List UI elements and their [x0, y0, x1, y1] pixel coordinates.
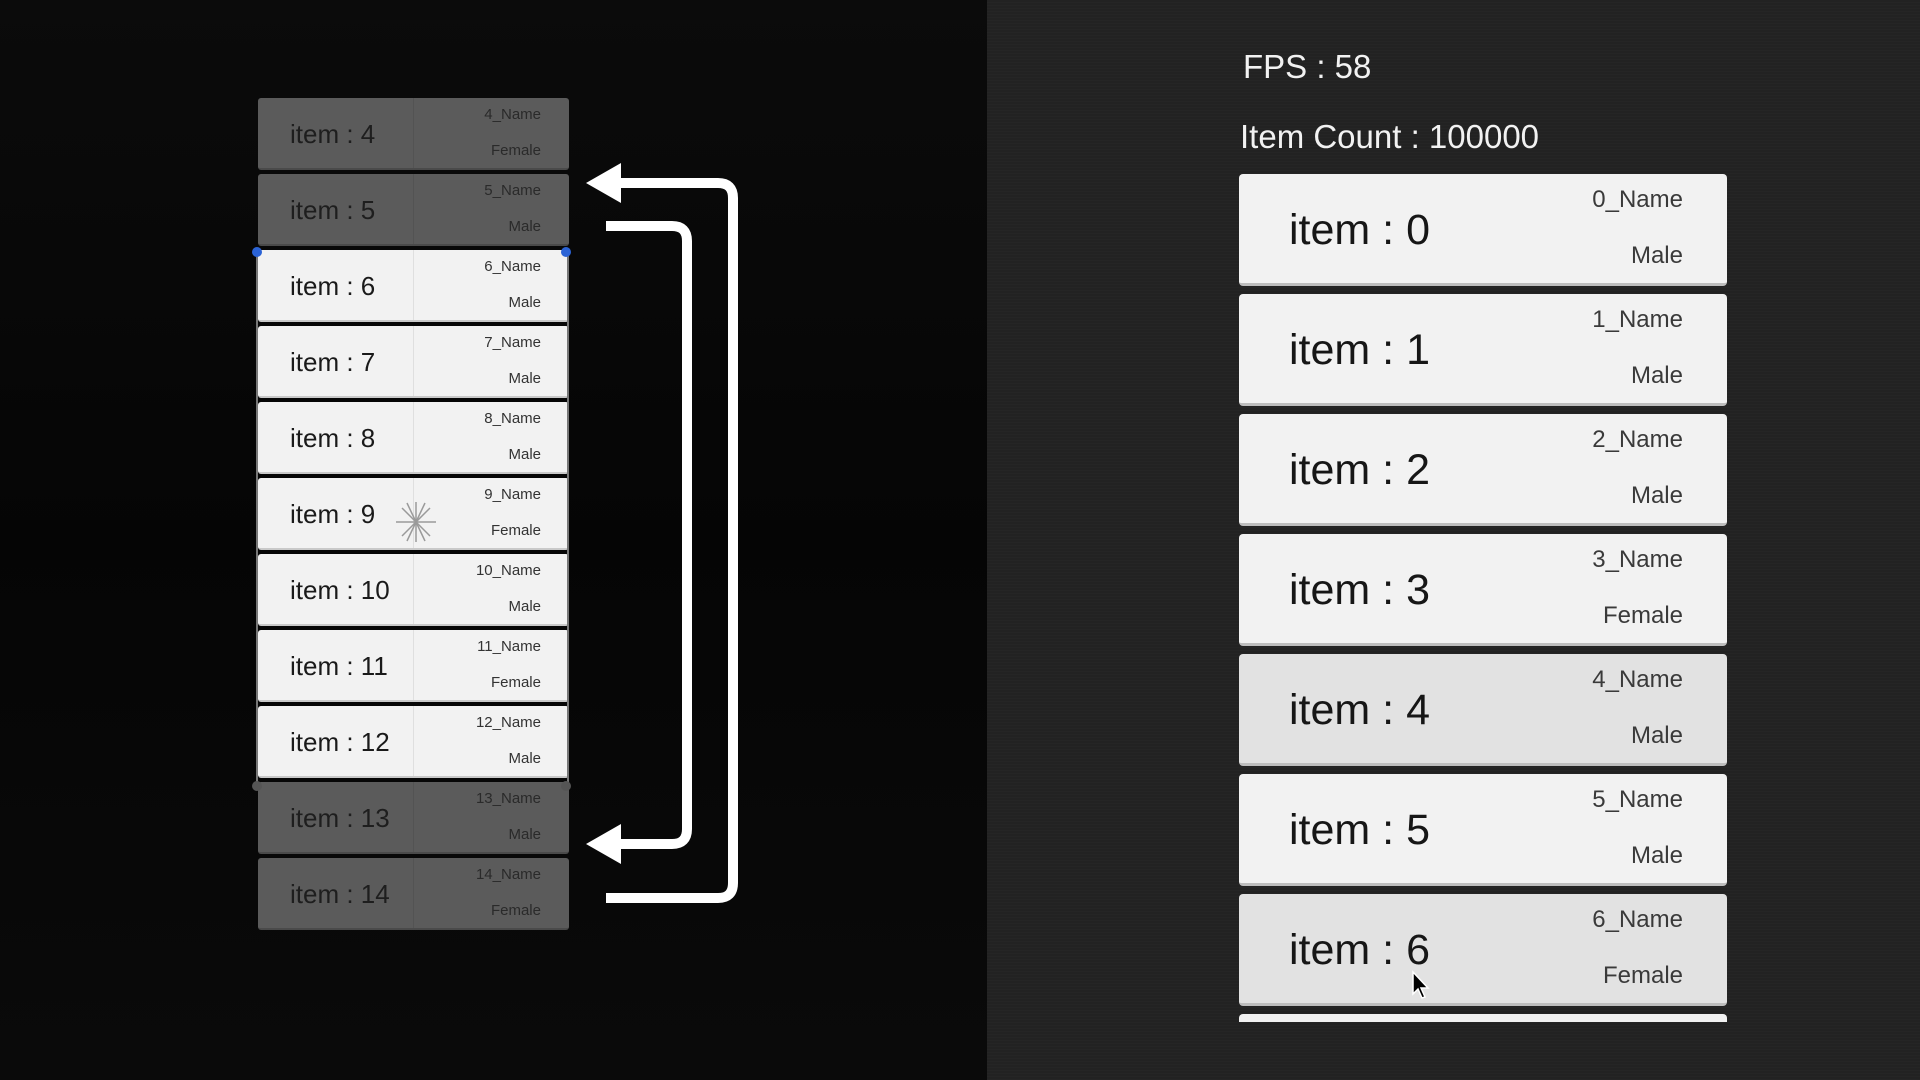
mouse-cursor-icon — [1412, 970, 1430, 999]
item-gender: Male — [1630, 362, 1683, 389]
item-name: 6_Name — [484, 258, 541, 275]
viewport-handle — [561, 781, 571, 791]
item-gender: Female — [490, 674, 541, 691]
viewport-handle — [561, 247, 571, 257]
item-label: item : 1 — [1289, 326, 1430, 374]
item-count-label: Item Count : 100000 — [1240, 118, 1540, 155]
item-name: 12_Name — [475, 714, 541, 731]
item-label: item : 6 — [1289, 926, 1430, 974]
list-item[interactable] — [1239, 1014, 1727, 1022]
cell-divider — [413, 98, 414, 168]
item-name: 5_Name — [1592, 786, 1683, 813]
item-label: item : 14 — [290, 879, 390, 909]
item-name: 4_Name — [484, 106, 541, 123]
cell-divider — [413, 630, 414, 700]
cell-divider — [413, 326, 414, 396]
item-label: item : 7 — [290, 347, 376, 377]
item-label: item : 2 — [1289, 446, 1430, 494]
item-label: item : 10 — [290, 575, 390, 605]
cell-divider — [413, 554, 414, 624]
viewport-handle — [252, 781, 262, 791]
item-gender: Female — [1602, 602, 1683, 629]
item-name: 0_Name — [1592, 186, 1683, 213]
item-name: 7_Name — [484, 334, 541, 351]
item-gender: Male — [508, 370, 541, 387]
recycle-arrows — [586, 163, 738, 903]
item-name: 6_Name — [1592, 906, 1683, 933]
item-gender: Male — [508, 750, 541, 767]
cell-divider — [413, 858, 414, 928]
cell-divider — [413, 402, 414, 472]
item-gender: Male — [1630, 482, 1683, 509]
list-view-panel: FPS : 58 Item Count : 100000 item : 0 0_N… — [987, 0, 1920, 1080]
item-label: item : 9 — [290, 499, 376, 529]
cell-divider — [413, 250, 414, 320]
item-label: item : 0 — [1289, 206, 1430, 254]
viewport-handle — [252, 247, 262, 257]
item-label: item : 6 — [290, 271, 376, 301]
item-gender: Female — [490, 142, 541, 159]
item-gender: Male — [508, 218, 541, 235]
loading-spinner-icon — [396, 502, 436, 542]
item-gender: Male — [508, 294, 541, 311]
item-gender: Male — [508, 598, 541, 615]
item-name: 1_Name — [1592, 306, 1683, 333]
cell-divider — [413, 478, 414, 548]
item-gender: Female — [1602, 962, 1683, 989]
item-gender: Male — [508, 446, 541, 463]
item-label: item : 8 — [290, 423, 376, 453]
item-name: 10_Name — [475, 562, 541, 579]
item-label: item : 12 — [290, 727, 390, 757]
item-gender: Male — [1630, 722, 1683, 749]
item-name: 8_Name — [484, 410, 541, 427]
item-gender: Male — [508, 826, 541, 843]
cell-divider — [413, 174, 414, 244]
item-name: 4_Name — [1592, 666, 1683, 693]
item-label: item : 13 — [290, 803, 390, 833]
item-label: item : 5 — [1289, 806, 1430, 854]
item-name: 14_Name — [475, 866, 541, 883]
item-label: item : 11 — [290, 651, 388, 681]
item-label: item : 5 — [290, 195, 376, 225]
item-gender: Male — [1630, 242, 1683, 269]
item-gender: Female — [490, 522, 541, 539]
item-name: 13_Name — [475, 790, 541, 807]
item-name: 11_Name — [477, 638, 541, 655]
item-name: 2_Name — [1592, 426, 1683, 453]
cell-divider — [413, 782, 414, 852]
recycle-arrow-icon — [586, 163, 738, 903]
item-label: item : 4 — [290, 119, 376, 149]
item-name: 5_Name — [484, 182, 541, 199]
recycle-arrow-icon — [586, 221, 692, 864]
cell-divider — [413, 706, 414, 776]
item-label: item : 4 — [1289, 686, 1430, 734]
fps-counter: FPS : 58 — [1243, 48, 1372, 85]
item-name: 9_Name — [484, 486, 541, 503]
item-gender: Female — [490, 902, 541, 919]
item-label: item : 3 — [1289, 566, 1430, 614]
item-name: 3_Name — [1592, 546, 1683, 573]
item-gender: Male — [1630, 842, 1683, 869]
